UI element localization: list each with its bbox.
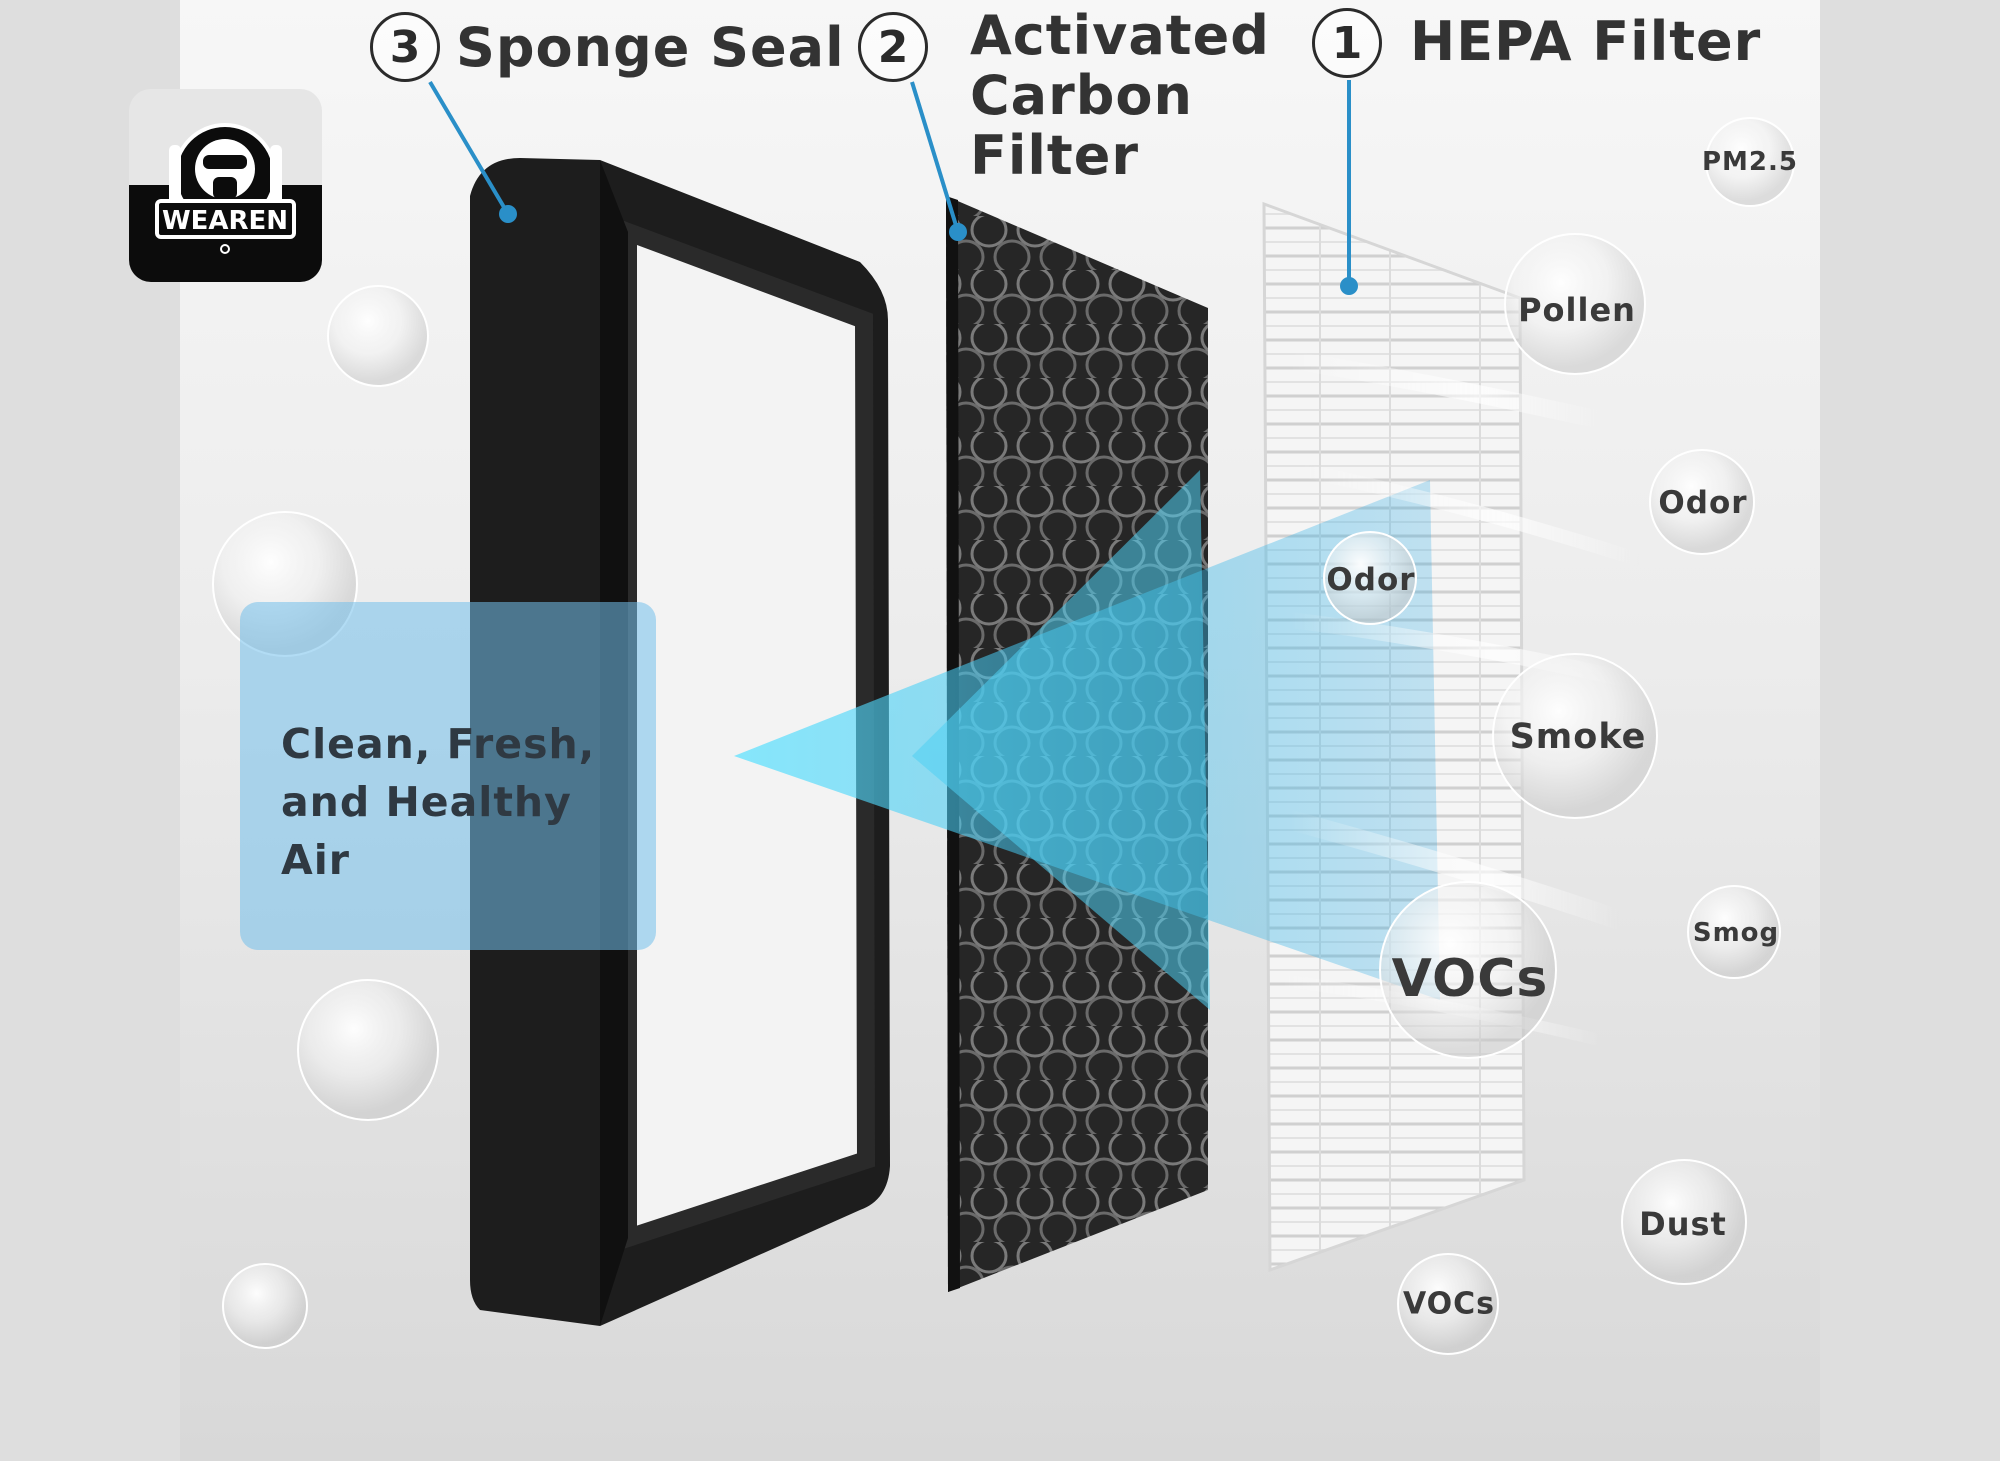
sponge-seal-title-line: Sponge Seal <box>456 16 845 79</box>
pollutant-pm25: PM2.5 <box>1702 147 1798 177</box>
pollutant-dust: Dust <box>1639 1205 1727 1243</box>
gas-mask-helmet-icon: WEAREN <box>155 123 296 254</box>
sponge-seal-title: Sponge Seal <box>456 18 845 78</box>
air-bubble-icon <box>1649 449 1755 555</box>
clean-air-callout-box <box>240 602 656 950</box>
leader-lines <box>428 80 1358 295</box>
wearen-logo: WEAREN <box>129 89 322 282</box>
hepa-title-line: HEPA Filter <box>1410 10 1762 73</box>
carbon-title-line-3: Filter <box>970 124 1139 187</box>
hepa-filter-title: HEPA Filter <box>1410 12 1761 72</box>
air-bubble-icon <box>1705 117 1795 207</box>
pollutant-odor-inner: Odor <box>1326 562 1416 598</box>
carbon-title-line-1: Activated <box>970 4 1270 67</box>
step-number-3: 3 <box>370 12 440 82</box>
logo-wordmark: WEAREN <box>162 206 288 236</box>
air-bubble-icon <box>1397 1253 1499 1355</box>
pollutant-odor-outer: Odor <box>1658 485 1748 521</box>
airflow-beam <box>734 470 1440 1010</box>
air-bubble-icon <box>1379 881 1557 1059</box>
air-bubble-icon <box>327 285 429 387</box>
air-bubble-icon <box>1504 233 1646 375</box>
clean-air-line-2: and Healthy Air <box>281 778 572 884</box>
air-bubble-icon <box>1687 885 1781 979</box>
step-number-2: 2 <box>858 12 928 82</box>
pollutant-vocs-large: VOCs <box>1391 949 1549 1009</box>
pollutant-smog: Smog <box>1692 918 1780 948</box>
clean-air-line-1: Clean, Fresh, <box>281 720 596 768</box>
air-bubble-icon <box>1323 531 1417 625</box>
step-number-1: 1 <box>1312 8 1382 78</box>
clean-air-callout-text: Clean, Fresh, and Healthy Air <box>281 715 621 889</box>
pollutant-smoke: Smoke <box>1509 717 1647 757</box>
air-bubble-icon <box>1492 653 1658 819</box>
activated-carbon-title: Activated Carbon Filter <box>970 6 1270 186</box>
air-bubble-icon <box>1621 1159 1747 1285</box>
carbon-title-line-2: Carbon <box>970 64 1193 127</box>
pollutant-pollen: Pollen <box>1518 291 1636 329</box>
pollutant-vocs-small: VOCs <box>1402 1286 1496 1322</box>
air-bubble-icon <box>222 1263 308 1349</box>
air-bubble-icon <box>297 979 439 1121</box>
